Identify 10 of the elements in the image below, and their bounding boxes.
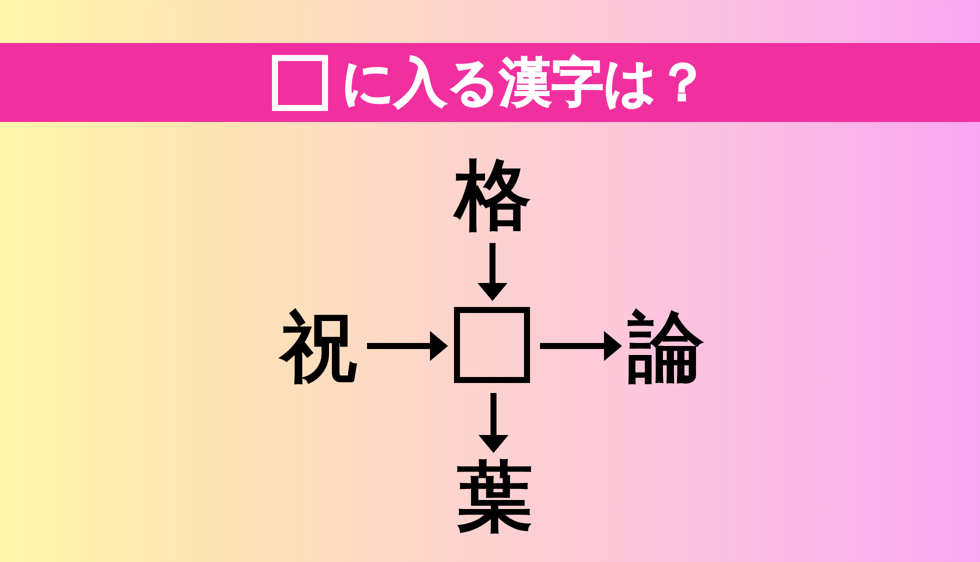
kanji-label: 論	[628, 309, 704, 385]
kanji-label: 格	[455, 157, 531, 233]
arrow	[478, 393, 508, 453]
arrow	[367, 331, 448, 361]
arrow	[478, 243, 508, 301]
title: に入る漢字は？	[342, 56, 708, 108]
arrow	[540, 331, 622, 361]
answer-box	[454, 307, 530, 383]
kanji-label: 祝	[281, 309, 357, 385]
kanji-label: 葉	[457, 459, 533, 535]
